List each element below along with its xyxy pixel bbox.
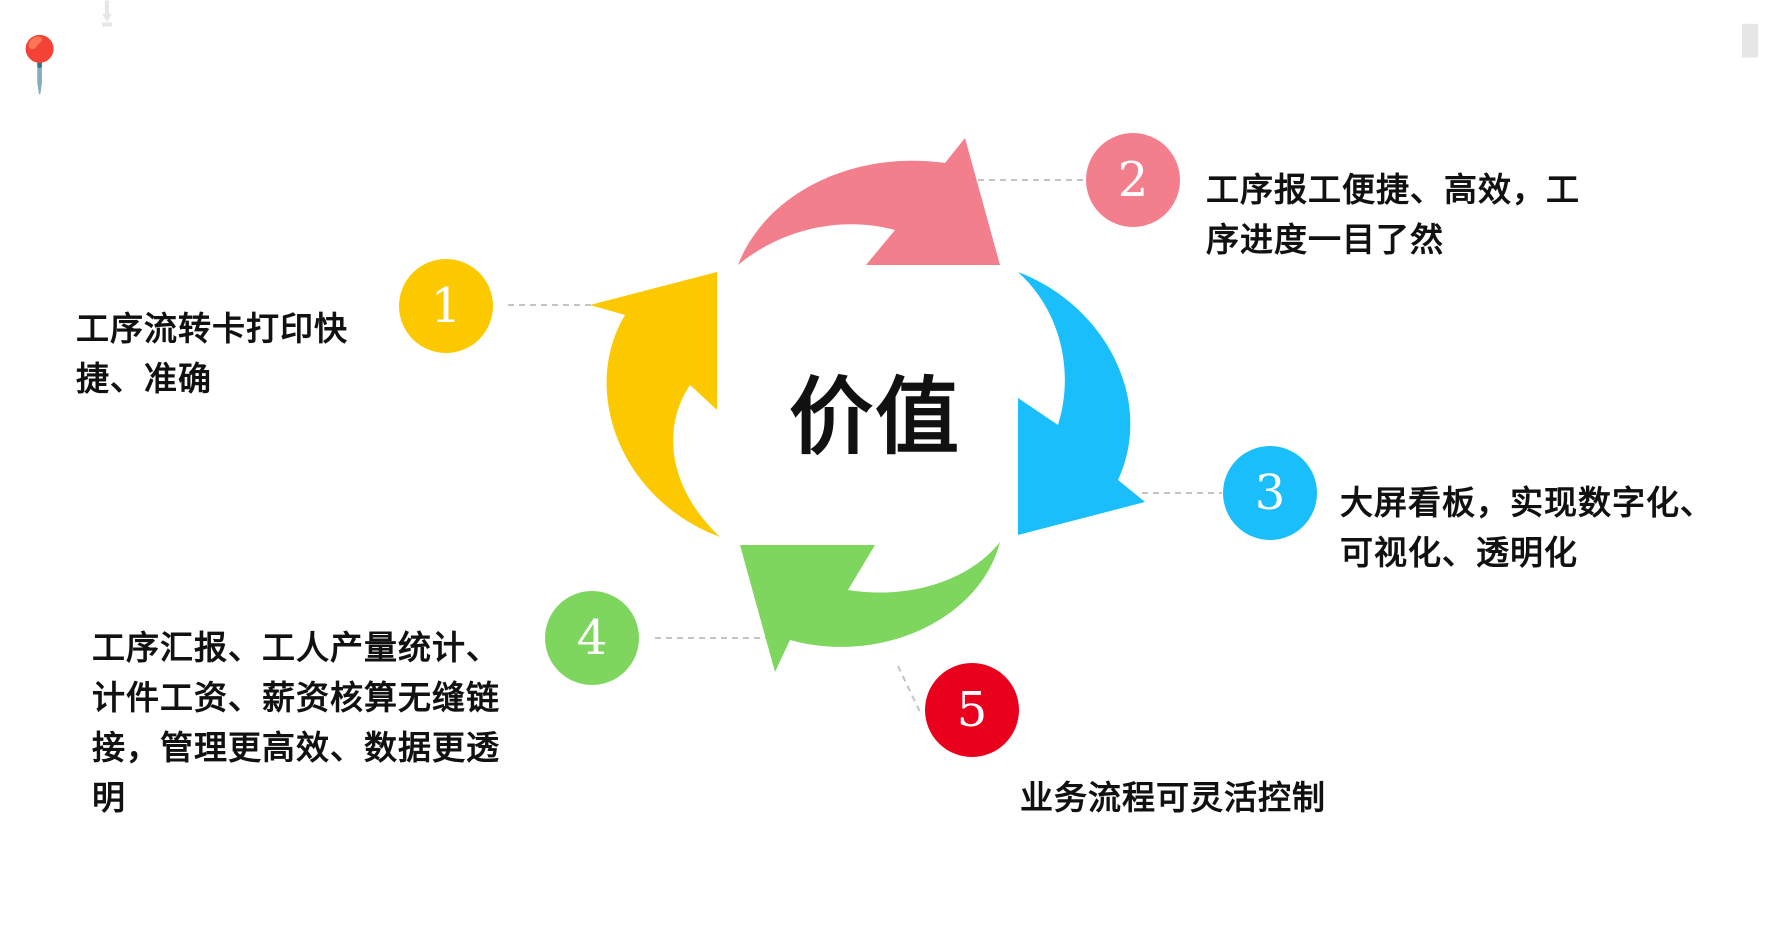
badge-4-circle bbox=[545, 591, 639, 685]
step-1-line-2: 捷、准确 bbox=[76, 359, 212, 398]
step-5-line-1: 业务流程可灵活控制 bbox=[1020, 778, 1326, 817]
step-5-text: 业务流程可灵活控制 bbox=[1020, 773, 1400, 823]
step-2-line-1: 工序报工便捷、高效，工 bbox=[1206, 170, 1580, 209]
step-4-line-2: 计件工资、薪资核算无缝链 bbox=[92, 678, 500, 717]
step-4-text: 工序汇报、工人产量统计、 计件工资、薪资核算无缝链 接，管理更高效、数据更透 明 bbox=[92, 623, 562, 823]
step-1-line-1: 工序流转卡打印快 bbox=[76, 309, 348, 348]
connector-5 bbox=[897, 665, 921, 713]
badge-4-number: 4 bbox=[576, 610, 608, 666]
download-icon: ⭳ bbox=[100, 0, 114, 37]
badge-2-circle bbox=[1086, 133, 1180, 227]
step-2-line-2: 序进度一目了然 bbox=[1206, 220, 1444, 259]
badge-3-number: 3 bbox=[1254, 465, 1286, 521]
arrow-2 bbox=[738, 138, 1000, 265]
step-1-text: 工序流转卡打印快 捷、准确 bbox=[76, 304, 396, 404]
step-4-line-4: 明 bbox=[92, 778, 126, 817]
step-4-line-3: 接，管理更高效、数据更透 bbox=[92, 728, 500, 767]
badge-3-circle bbox=[1223, 446, 1317, 540]
arrow-3 bbox=[1018, 272, 1145, 535]
document-icon: ▮ bbox=[1738, 12, 1763, 63]
badge-1-circle bbox=[399, 259, 493, 353]
step-3-line-2: 可视化、透明化 bbox=[1340, 533, 1578, 572]
center-title: 价值 bbox=[788, 367, 961, 466]
step-2-text: 工序报工便捷、高效，工 序进度一目了然 bbox=[1206, 165, 1626, 265]
step-4-line-1: 工序汇报、工人产量统计、 bbox=[92, 628, 500, 667]
badge-2-number: 2 bbox=[1117, 152, 1149, 208]
arrow-4 bbox=[740, 542, 1000, 672]
arrow-1 bbox=[590, 272, 720, 537]
location-pin-icon: 📍 bbox=[6, 33, 74, 96]
badge-5-number: 5 bbox=[956, 682, 988, 738]
step-3-text: 大屏看板，实现数字化、 可视化、透明化 bbox=[1340, 478, 1760, 578]
step-3-line-1: 大屏看板，实现数字化、 bbox=[1340, 483, 1714, 522]
badge-1-number: 1 bbox=[430, 278, 462, 334]
badge-5-circle bbox=[925, 663, 1019, 757]
